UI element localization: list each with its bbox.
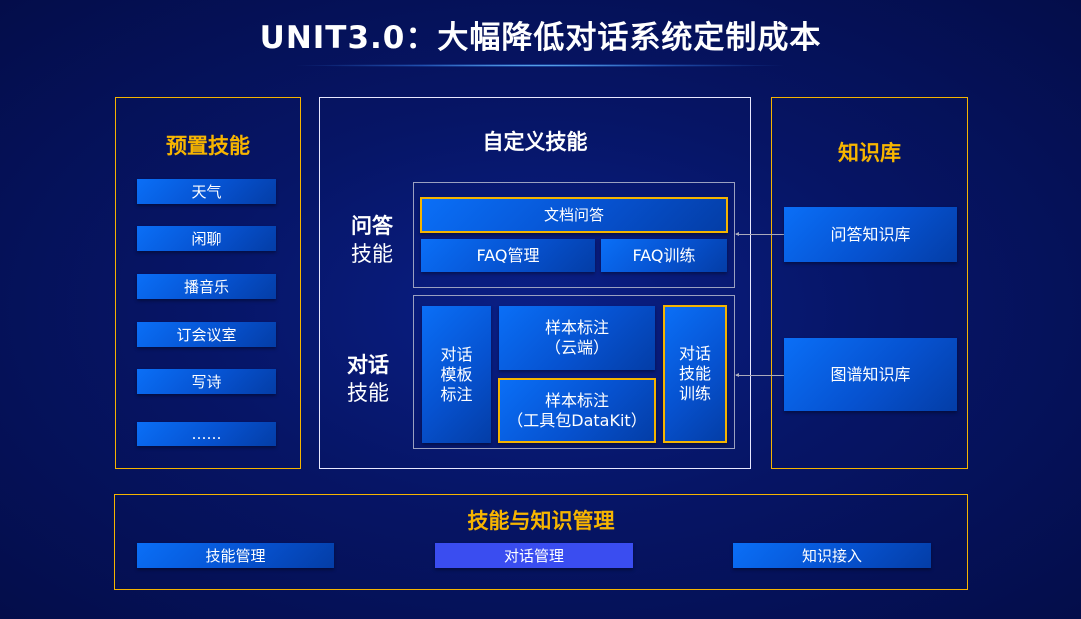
management-title: 技能与知识管理 (467, 509, 615, 533)
qa-skill-group (413, 182, 735, 288)
sample-annotation-datakit-button[interactable]: 样本标注（工具包DataKit） (498, 378, 656, 443)
line: 样本标注 (544, 390, 609, 410)
knowledge-base-title: 知识库 (838, 141, 901, 165)
dialog-skill-label-text: 技能 (347, 381, 389, 405)
preset-skill-more[interactable]: …… (137, 422, 276, 446)
dialog-skill-label: 对话技能 (336, 351, 400, 407)
graph-kb-arrow-icon (735, 373, 784, 377)
dialog-skill-label-bold: 对话 (347, 353, 389, 377)
preset-skill-weather[interactable]: 天气 (137, 179, 276, 204)
qa-knowledge-base-button[interactable]: 问答知识库 (784, 207, 957, 262)
faq-train-button[interactable]: FAQ训练 (601, 239, 727, 272)
dialog-skill-group (413, 295, 735, 449)
qa-skill-label-bold: 问答 (351, 214, 393, 238)
preset-skill-music[interactable]: 播音乐 (137, 274, 276, 299)
line: 模板 (440, 364, 473, 384)
faq-manage-button[interactable]: FAQ管理 (421, 239, 595, 272)
custom-skills-title: 自定义技能 (482, 130, 588, 154)
preset-skill-meeting-room[interactable]: 订会议室 (137, 322, 276, 347)
custom-skills-panel: 自定义技能 (319, 97, 751, 469)
title-glow-divider (290, 64, 790, 67)
dialog-template-annotation-button[interactable]: 对话模板标注 (422, 306, 491, 443)
line: 对话 (440, 344, 473, 364)
preset-skill-chat[interactable]: 闲聊 (137, 226, 276, 251)
line: （云端） (544, 338, 609, 357)
qa-kb-arrow-icon (735, 232, 784, 236)
preset-skills-panel: 预置技能 (115, 97, 301, 469)
line: 样本标注 (544, 318, 609, 337)
line: （工具包DataKit） (507, 410, 647, 430)
dialog-skill-train-button[interactable]: 对话技能训练 (663, 305, 727, 443)
line: 技能 (678, 364, 711, 383)
page-title: UNIT3.0：大幅降低对话系统定制成本 (259, 20, 822, 56)
line: 对话 (678, 344, 711, 363)
preset-skill-poem[interactable]: 写诗 (137, 369, 276, 394)
line: 训练 (678, 384, 711, 403)
graph-knowledge-base-button[interactable]: 图谱知识库 (784, 338, 957, 411)
sample-annotation-cloud-button[interactable]: 样本标注（云端） (499, 306, 655, 370)
qa-skill-label: 问答技能 (340, 212, 404, 268)
skill-management-button[interactable]: 技能管理 (137, 543, 334, 568)
doc-qa-button[interactable]: 文档问答 (420, 197, 728, 233)
dialog-management-button[interactable]: 对话管理 (435, 543, 633, 568)
knowledge-access-button[interactable]: 知识接入 (733, 543, 931, 568)
knowledge-base-panel: 知识库 (771, 97, 968, 469)
qa-skill-label-text: 技能 (351, 242, 393, 266)
preset-skills-title: 预置技能 (166, 134, 250, 158)
line: 标注 (440, 384, 473, 404)
management-panel: 技能与知识管理 (114, 494, 968, 590)
